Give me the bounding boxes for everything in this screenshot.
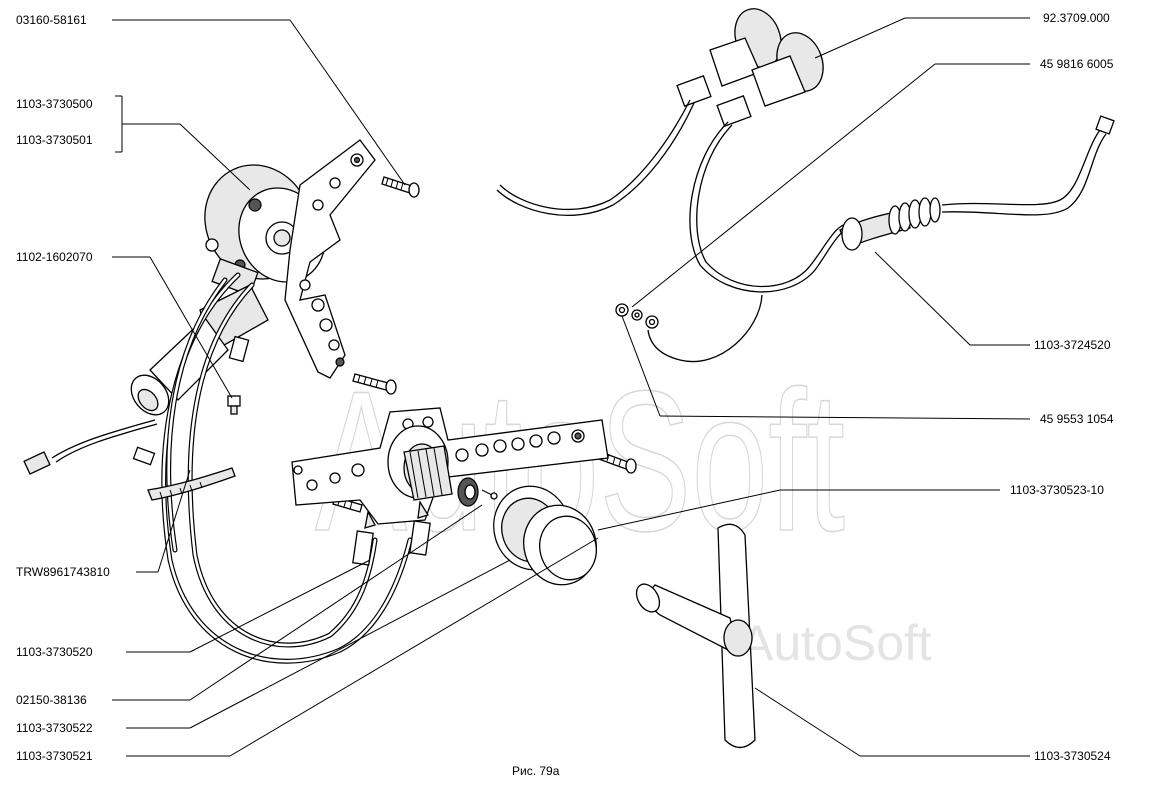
motor-wire — [23, 419, 158, 475]
drive-cables — [161, 272, 431, 664]
label-1103-3730500: 1103-3730500 — [16, 97, 93, 111]
cable-tie — [132, 446, 236, 501]
label-1103-3730521: 1103-3730521 — [16, 749, 93, 763]
motor-gearbox — [130, 164, 326, 416]
label-03160-58161: 03160-58161 — [16, 13, 87, 27]
label-1103-3730523-10: 1103-3730523-10 — [1010, 483, 1104, 497]
screw-upper — [381, 176, 420, 198]
watermark-small: AutoSoft — [740, 615, 932, 671]
screw-bracket-lower — [352, 373, 397, 395]
nut-washer — [615, 303, 659, 329]
motor-bracket — [284, 139, 376, 379]
label-45-9816-6005: 45 9816 6005 — [1040, 57, 1114, 71]
label-92-3709-000: 92.3709.000 — [1043, 11, 1110, 25]
harness-grommet — [839, 115, 1115, 251]
switch-block — [496, 8, 856, 363]
label-1103-3730501: 1103-3730501 — [16, 133, 93, 147]
label-02150-38136: 02150-38136 — [16, 693, 87, 707]
label-1103-3730524: 1103-3730524 — [1034, 749, 1111, 763]
small-bolt — [227, 395, 241, 415]
label-1103-3730522: 1103-3730522 — [16, 721, 93, 735]
figure-caption: Рис. 79а — [512, 764, 560, 778]
crank-handle — [635, 523, 756, 749]
guide-rail — [291, 407, 609, 525]
leader-lines — [112, 17, 1031, 757]
label-1102-1602070: 1102-1602070 — [16, 250, 93, 264]
label-1103-3724520: 1103-3724520 — [1034, 338, 1111, 352]
label-45-9553-1054: 45 9553 1054 — [1040, 412, 1114, 426]
label-1103-3730520: 1103-3730520 — [16, 645, 93, 659]
gear-spring — [457, 477, 498, 507]
label-trw8961743810: TRW8961743810 — [16, 565, 110, 579]
